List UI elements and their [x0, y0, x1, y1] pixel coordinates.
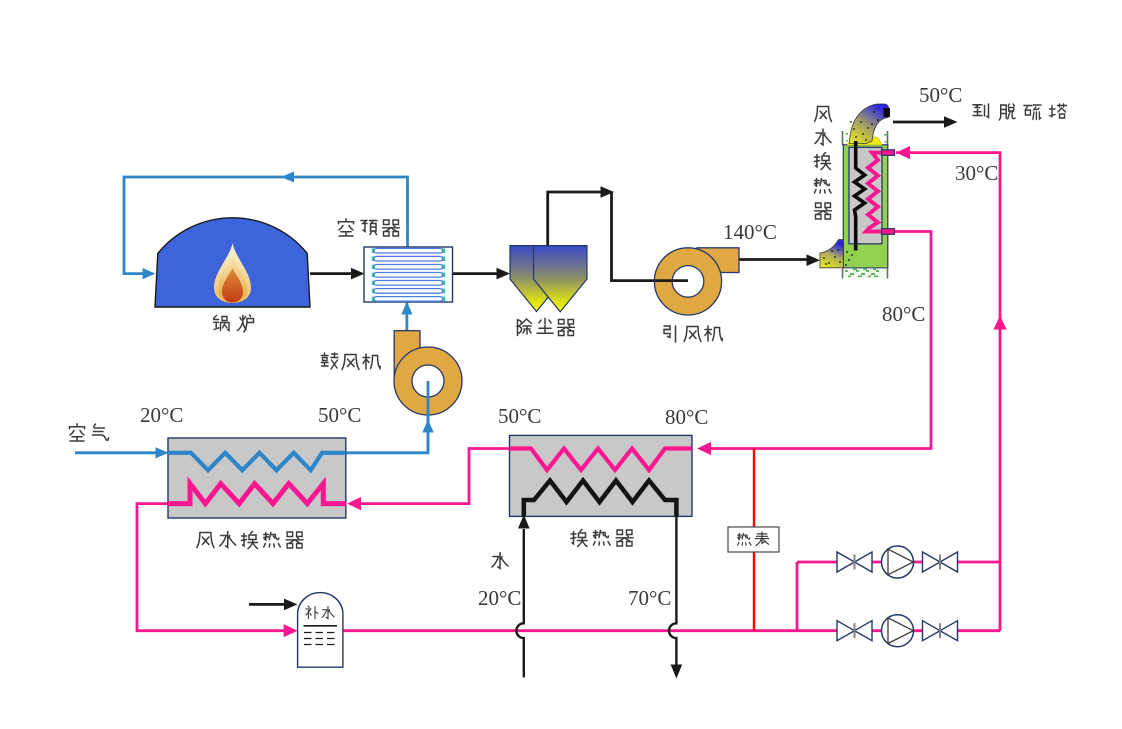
svg-text:80°C: 80°C	[882, 302, 925, 326]
svg-text:20°C: 20°C	[140, 403, 183, 427]
svg-text:50°C: 50°C	[498, 404, 541, 428]
svg-text:30°C: 30°C	[955, 161, 998, 185]
svg-text:70°C: 70°C	[628, 586, 671, 610]
svg-text:50°C: 50°C	[919, 83, 962, 107]
svg-text:50°C: 50°C	[318, 403, 361, 427]
svg-text:20°C: 20°C	[478, 586, 521, 610]
svg-text:80°C: 80°C	[665, 405, 708, 429]
svg-text:140°C: 140°C	[723, 220, 777, 244]
